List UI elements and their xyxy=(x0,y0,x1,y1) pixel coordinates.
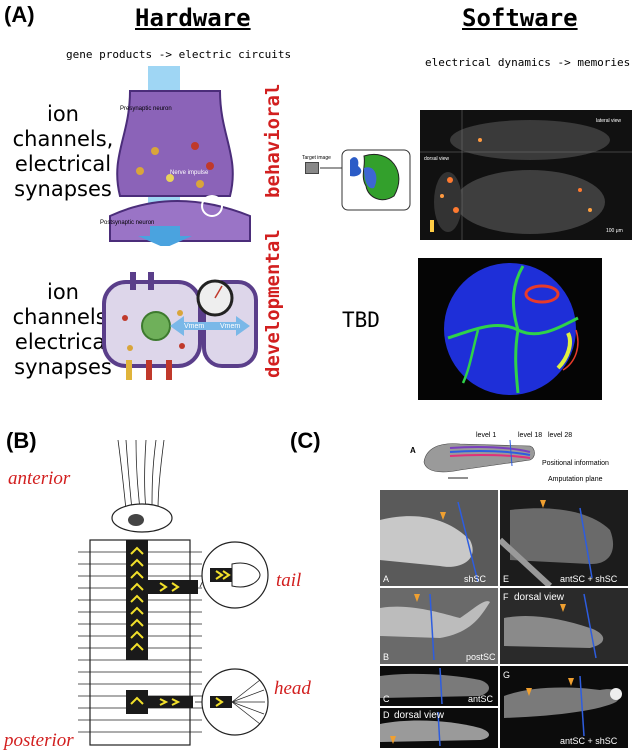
vmem-label-1: Vmem xyxy=(184,323,205,330)
panel-c-letter: (C) xyxy=(290,428,321,453)
micrograph-extra: dorsal view xyxy=(394,710,445,721)
posterior-label: posterior xyxy=(4,730,74,750)
micrograph-letter: D xyxy=(383,710,390,720)
developmental-label: developmental xyxy=(262,229,284,378)
cell-pair-illustration xyxy=(102,272,258,380)
hardware-subtitle: gene products -> electric circuits xyxy=(66,48,292,61)
schematic-letter: A xyxy=(410,446,416,455)
postsynaptic-label: Postsynaptic neuron xyxy=(100,220,155,226)
scale-label: 100 μm xyxy=(606,228,623,234)
worm-diagram xyxy=(78,440,269,746)
row2-label-line: electrical xyxy=(14,330,112,354)
micrograph-letter: G xyxy=(503,670,511,680)
row1-label-line: electrical xyxy=(14,152,112,176)
row2-label-line: ion xyxy=(47,280,79,304)
tadpole-schematic xyxy=(423,439,535,479)
tail-label: tail xyxy=(276,570,302,591)
micrograph-letter: E xyxy=(503,574,510,584)
row1-label-line: channels, xyxy=(12,127,114,151)
hardware-title: Hardware xyxy=(135,4,251,32)
row1-label-line: synapses xyxy=(14,177,112,201)
micrograph-caption: shSC xyxy=(464,574,487,584)
micrograph-letter: F xyxy=(503,592,509,602)
amputation-plane-label: Amputation plane xyxy=(548,476,603,483)
micrograph-g: G antSC + shSC xyxy=(500,666,628,748)
embryo-voltage-image xyxy=(418,258,602,400)
micrograph-caption: antSC xyxy=(468,694,494,704)
row2-label-line: channels, xyxy=(12,305,114,329)
synapse-illustration xyxy=(109,66,251,246)
lateral-view-label: lateral view xyxy=(596,118,622,124)
row1-label-line: ion xyxy=(47,102,79,126)
head-label: head xyxy=(274,678,311,699)
row2-label: ion channels, electrical synapses xyxy=(4,280,122,380)
row1-label: ion channels, electrical synapses xyxy=(4,102,122,202)
positional-information-label: Positional information xyxy=(542,460,609,467)
micrograph-d: D dorsal view xyxy=(380,708,498,748)
software-title: Software xyxy=(462,4,578,32)
micrograph-a: A shSC xyxy=(380,490,498,586)
micrograph-caption: postSC xyxy=(466,652,496,662)
target-image-label: Target image xyxy=(302,155,331,161)
panel-a-letter: (A) xyxy=(4,2,35,27)
level-28-label: level 28 xyxy=(548,432,573,439)
micrograph-extra: dorsal view xyxy=(514,592,565,603)
micrograph-caption: antSC + shSC xyxy=(560,574,618,584)
anterior-label: anterior xyxy=(8,468,71,489)
micrograph-letter: C xyxy=(383,694,390,704)
brain-activity-image: lateral view dorsal view 100 μm xyxy=(420,110,632,240)
level-1-label: level 1 xyxy=(476,432,497,439)
micrograph-caption: antSC + shSC xyxy=(560,736,618,746)
software-subtitle: electrical dynamics -> memories xyxy=(425,56,631,69)
behavioral-label: behavioral xyxy=(262,83,284,198)
row2-label-line: synapses xyxy=(14,355,112,379)
presynaptic-label: Presynaptic neuron xyxy=(120,106,172,112)
dorsal-view-label: dorsal view xyxy=(424,156,450,162)
micrograph-c: C antSC xyxy=(380,666,498,706)
brain-schematic xyxy=(320,149,411,211)
nerve-impulse-label: Nerve impulse xyxy=(170,170,209,176)
tbd-label: TBD xyxy=(342,308,380,332)
micrograph-b: B postSC xyxy=(380,588,498,664)
target-image-thumbnail xyxy=(305,162,319,174)
micrograph-letter: A xyxy=(383,574,390,584)
panel-b-letter: (B) xyxy=(6,428,37,453)
vmem-label-2: Vmem xyxy=(220,323,241,330)
micrograph-e: E antSC + shSC xyxy=(497,490,628,589)
micrograph-f: F dorsal view xyxy=(500,588,628,664)
level-18-label: level 18 xyxy=(518,432,543,439)
micrograph-letter: B xyxy=(383,652,390,662)
